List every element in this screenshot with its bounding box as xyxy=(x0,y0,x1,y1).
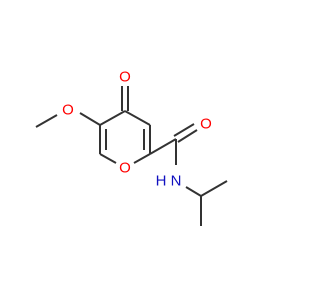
bond-n-ch xyxy=(185,186,202,197)
bonds xyxy=(35,86,228,226)
bond-amide-c-o-1 xyxy=(173,123,195,137)
bond-c2-ring-o xyxy=(133,153,151,164)
bond-ring-o-c6 xyxy=(99,153,117,164)
bond-ch-methyl-up xyxy=(200,180,228,197)
bond-methoxy-o-c5 xyxy=(79,112,101,126)
ketone-oxygen-label: O xyxy=(119,69,131,86)
atom-labels: O O O O N H xyxy=(62,69,212,190)
bond-c5-c4 xyxy=(99,110,126,126)
bond-methyl-methoxy-o xyxy=(35,114,58,128)
bond-c4-c3 xyxy=(124,110,151,126)
molecule-structure: O O O O N H xyxy=(35,69,228,226)
ring-oxygen-label: O xyxy=(119,160,131,177)
bond-c2-amide-c xyxy=(149,138,177,155)
methoxy-oxygen-label: O xyxy=(62,102,74,119)
amide-hydrogen-label: H xyxy=(156,173,167,190)
amide-oxygen-label: O xyxy=(200,116,212,133)
amide-nitrogen-label: N xyxy=(171,173,182,190)
bond-amide-c-o-2 xyxy=(177,129,198,143)
